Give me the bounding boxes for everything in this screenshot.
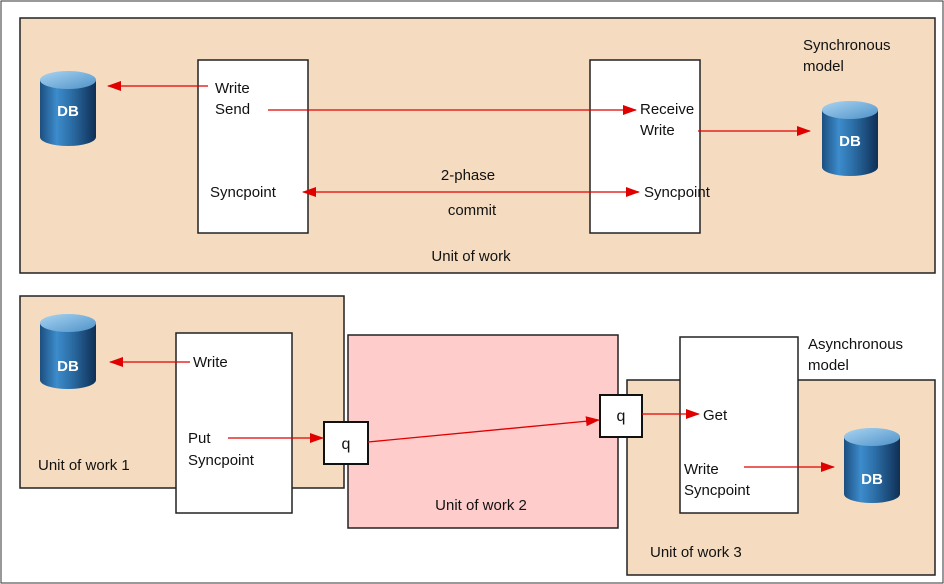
async-box3-syncpoint: Syncpoint	[684, 482, 751, 499]
async-box3-write: Write	[684, 461, 719, 478]
sync-right-syncpoint: Syncpoint	[644, 184, 711, 201]
sync-model-label-line2: model	[803, 58, 844, 75]
sync-unit-of-work-label: Unit of work	[431, 248, 511, 265]
async-box1-syncpoint: Syncpoint	[188, 452, 255, 469]
sync-db-left-label: DB	[57, 103, 79, 120]
sync-right-write: Write	[640, 122, 675, 139]
sync-right-receive: Receive	[640, 101, 694, 118]
sync-right-process-box	[589, 59, 701, 234]
sync-commit-label: commit	[448, 202, 497, 219]
sync-left-syncpoint: Syncpoint	[210, 184, 277, 201]
async-process-box-1	[175, 332, 293, 514]
sync-db-right-icon: DB	[822, 101, 878, 176]
async-db-left-label: DB	[57, 358, 79, 375]
async-queue-transfer-arrow	[367, 416, 600, 443]
sync-db-left-icon: DB	[40, 71, 96, 146]
async-model-label-line2: model	[808, 357, 849, 374]
async-queue-right	[599, 394, 643, 438]
async-unit-of-work-2-label: Unit of work 2	[435, 497, 527, 514]
async-unit-of-work-3-label: Unit of work 3	[650, 544, 742, 561]
async-process-box-3	[679, 336, 799, 514]
async-box3-get: Get	[703, 407, 728, 424]
async-box1-put: Put	[188, 430, 211, 447]
async-model-label-line1: Asynchronous	[808, 336, 903, 353]
sync-unit-of-work-panel	[19, 17, 936, 274]
async-queue-right-label: q	[617, 408, 626, 425]
async-unit-of-work-1-label: Unit of work 1	[38, 457, 130, 474]
async-db-left-icon: DB	[40, 314, 96, 389]
sync-left-process-box	[197, 59, 309, 234]
async-queue-left	[323, 421, 369, 465]
async-db-right-icon: DB	[844, 428, 900, 503]
async-db-right-label: DB	[861, 471, 883, 488]
sync-left-write: Write	[215, 80, 250, 97]
sync-db-right-label: DB	[839, 133, 861, 150]
sync-left-send: Send	[215, 101, 250, 118]
sync-model-label-line1: Synchronous	[803, 37, 891, 54]
async-box1-write: Write	[193, 354, 228, 371]
async-queue-left-label: q	[342, 436, 351, 453]
sync-two-phase-label: 2-phase	[441, 167, 495, 184]
